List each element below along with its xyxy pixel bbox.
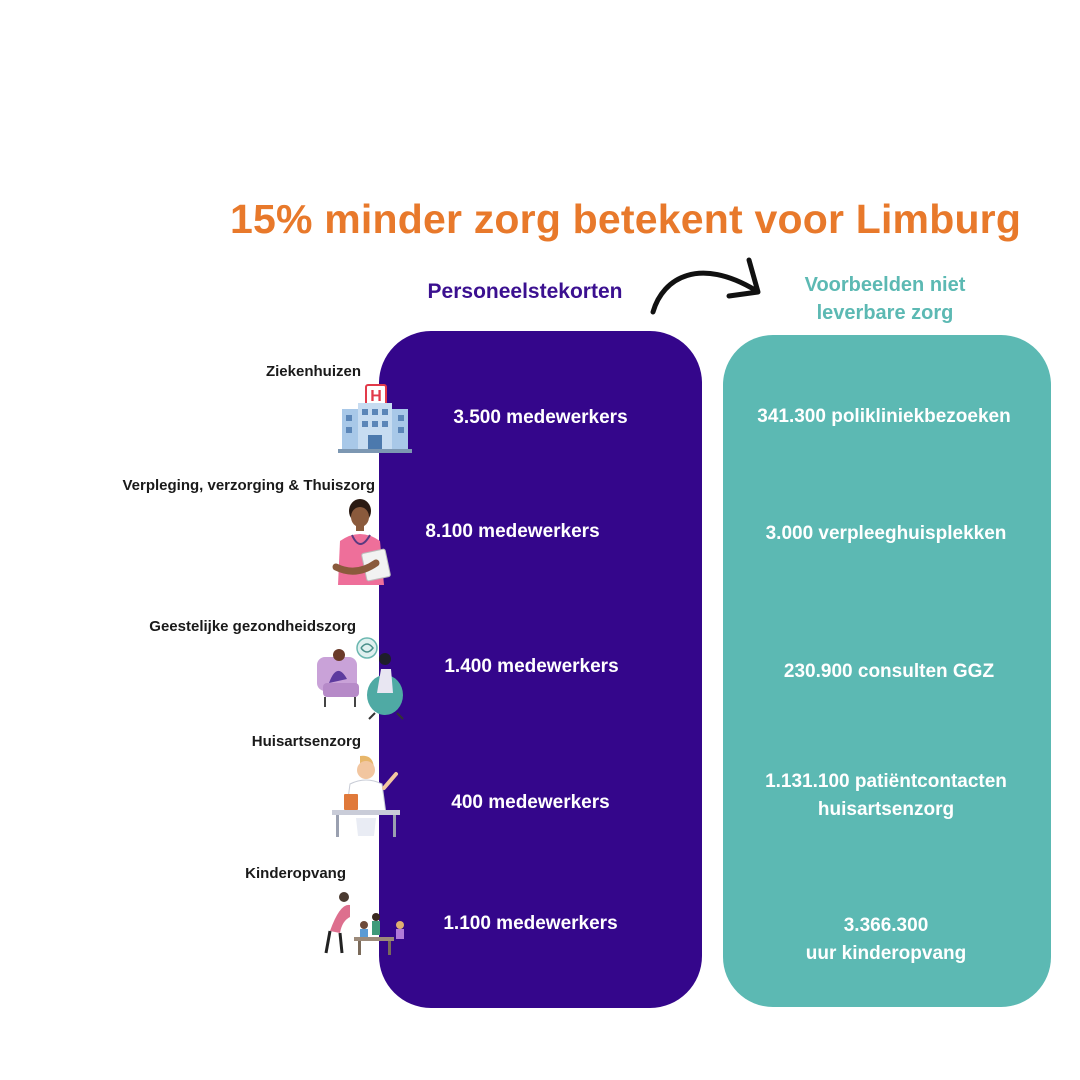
care-stat-huisartsenzorg: 1.131.100 patiëntcontacten huisartsenzor… xyxy=(725,768,1047,824)
page-title: 15% minder zorg betekent voor Limburg xyxy=(230,196,1022,242)
childcare-icon xyxy=(324,892,404,955)
category-label-ggz: Geestelijke gezondheidszorg xyxy=(149,618,356,635)
care-stat-line: huisartsenzorg xyxy=(817,799,955,820)
category-label-verpleging: Verpleging, verzorging & Thuiszorg xyxy=(122,477,375,494)
staff-shortage-panel xyxy=(379,331,702,1008)
care-stat-ziekenhuizen: 341.300 polikliniekbezoeken xyxy=(723,403,1045,431)
staff-stat-ziekenhuizen: 3.500 medewerkers xyxy=(453,407,628,428)
unavailable-care-heading-line1: Voorbeelden niet xyxy=(804,274,966,296)
staff-stat-verpleging: 8.100 medewerkers xyxy=(425,521,600,542)
care-stat-line: 1.131.100 patiëntcontacten xyxy=(765,771,1007,792)
curved-arrow-icon xyxy=(650,257,761,315)
care-stat-line: 341.300 polikliniekbezoeken xyxy=(757,406,1011,427)
care-stat-line: 3.366.300 xyxy=(843,915,929,936)
svg-text:H: H xyxy=(370,388,382,405)
staff-stat-huisartsenzorg: 400 medewerkers xyxy=(451,792,610,813)
staff-stat-ggz: 1.400 medewerkers xyxy=(444,656,619,677)
care-stat-line: uur kinderopvang xyxy=(805,943,967,964)
category-label-kinderopvang: Kinderopvang xyxy=(245,865,346,882)
staff-shortage-heading: Personeelstekorten xyxy=(427,280,623,303)
category-label-ziekenhuizen: Ziekenhuizen xyxy=(265,363,361,380)
care-stat-kinderopvang: 3.366.300 uur kinderopvang xyxy=(725,912,1047,968)
unavailable-care-panel xyxy=(723,335,1051,1007)
nurse-icon xyxy=(332,499,391,585)
hospital-icon: H xyxy=(338,384,412,453)
care-stat-ggz: 230.900 consulten GGZ xyxy=(728,658,1050,686)
care-stat-line: 230.900 consulten GGZ xyxy=(783,661,995,682)
care-stat-verpleging: 3.000 verpleeghuisplekken xyxy=(725,520,1047,548)
staff-stat-kinderopvang: 1.100 medewerkers xyxy=(443,913,618,934)
doctor-icon xyxy=(332,755,400,837)
care-stat-line: 3.000 verpleeghuisplekken xyxy=(765,523,1007,544)
unavailable-care-heading-line2: leverbare zorg xyxy=(816,302,954,324)
therapy-session-icon xyxy=(317,637,404,720)
category-label-huisartsenzorg: Huisartsenzorg xyxy=(251,733,361,750)
unavailable-care-heading: Voorbeelden niet leverbare zorg xyxy=(760,271,1010,327)
